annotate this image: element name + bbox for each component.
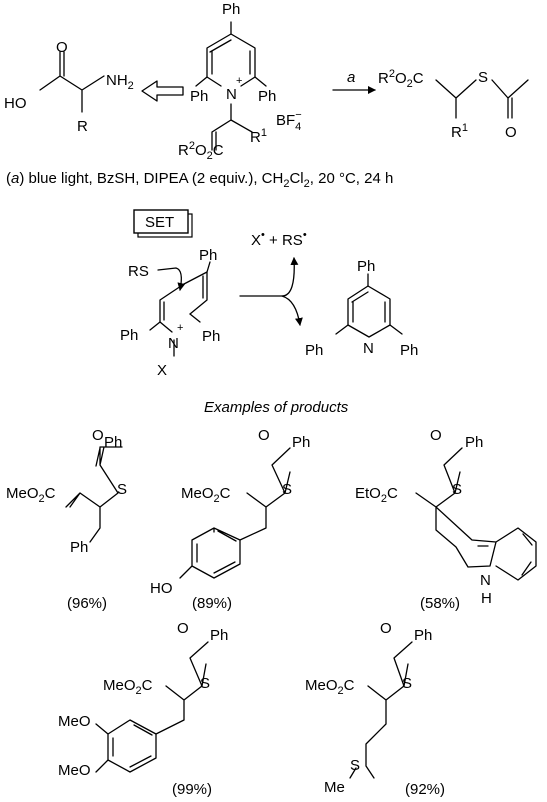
product-ester-label: R2O2C bbox=[378, 68, 424, 90]
ex2-ph-acyl: Ph bbox=[292, 434, 310, 451]
ex5-methyl: Me bbox=[324, 779, 345, 796]
pyridinium-r1-label: R1 bbox=[250, 127, 267, 146]
ex4-yield: (99%) bbox=[172, 781, 212, 798]
mech-ph-right: Ph bbox=[202, 328, 220, 345]
example-product-4: Ph O S MeO2C MeO MeO (99%) bbox=[58, 620, 228, 798]
pyridinium-ph-left: Ph bbox=[190, 88, 208, 105]
ex3-ester: EtO2C bbox=[355, 485, 398, 505]
example-product-1: Ph O S MeO2C Ph (96%) bbox=[6, 427, 127, 612]
example-product-3: Ph O S EtO2C N H (58%) bbox=[355, 427, 537, 612]
pyridine-arrow bbox=[281, 295, 303, 326]
radical-arrow bbox=[239, 257, 299, 297]
pyridine-ph-left: Ph bbox=[305, 342, 323, 359]
product-r1-label: R1 bbox=[451, 122, 468, 141]
set-label: SET bbox=[145, 214, 174, 231]
ex3-indole-n: N bbox=[480, 572, 491, 589]
product-sulfur-label: S bbox=[478, 69, 488, 86]
ex4-sulfur: S bbox=[200, 675, 210, 692]
ex5-ph-acyl: Ph bbox=[414, 627, 432, 644]
ex5-carbonyl-o: O bbox=[380, 620, 392, 637]
ex2-carbonyl-o: O bbox=[258, 427, 270, 444]
example-product-2: Ph O S MeO2C HO (89%) bbox=[150, 427, 310, 612]
ex5-ester: MeO2C bbox=[305, 677, 355, 697]
ex2-sulfur: S bbox=[282, 481, 292, 498]
set-box: SET bbox=[133, 209, 193, 238]
ex5-thioether-s: S bbox=[350, 757, 360, 774]
aa-hydroxyl-label: HO bbox=[4, 95, 27, 112]
ex1-ester: MeO2C bbox=[6, 485, 56, 505]
ex3-ph-acyl: Ph bbox=[465, 434, 483, 451]
ex5-sulfur: S bbox=[402, 675, 412, 692]
counterion-label: BF4− bbox=[276, 109, 302, 133]
pyridinium-ph-top: Ph bbox=[222, 1, 240, 18]
mech-n: N bbox=[168, 335, 179, 352]
pyridine-structure: Ph Ph Ph N bbox=[305, 258, 418, 359]
radical-products-label: X• + RS• bbox=[251, 229, 307, 249]
ex1-sulfur: S bbox=[117, 481, 127, 498]
ex1-ph-acyl: Ph bbox=[104, 434, 122, 451]
example-product-5: Ph O S MeO2C S Me (92%) bbox=[305, 620, 445, 798]
ex3-yield: (58%) bbox=[420, 595, 460, 612]
mech-charge: + bbox=[177, 322, 183, 334]
ex3-indole-h: H bbox=[481, 590, 492, 607]
ex5-yield: (92%) bbox=[405, 781, 445, 798]
mech-rs-label: RS bbox=[128, 263, 149, 280]
ex3-carbonyl-o: O bbox=[430, 427, 442, 444]
pyridinium-ester-label: R2O2C bbox=[178, 140, 224, 162]
ex1-side-chain: Ph bbox=[70, 539, 88, 556]
examples-title: Examples of products bbox=[204, 399, 349, 416]
aa-r-label: R bbox=[77, 118, 88, 135]
product-carbonyl-o: O bbox=[505, 124, 517, 141]
pyridine-n: N bbox=[363, 340, 374, 357]
ex2-phenol-oh: HO bbox=[150, 580, 173, 597]
ex4-methoxy-2: MeO bbox=[58, 762, 91, 779]
ex1-carbonyl-o: O bbox=[92, 427, 104, 444]
pyridine-ph-top: Ph bbox=[357, 258, 375, 275]
mech-x-label: X bbox=[157, 362, 167, 379]
ex1-yield: (96%) bbox=[67, 595, 107, 612]
mechanism-pyridinium-structure: RS Ph Ph Ph N + X bbox=[120, 247, 220, 379]
katritzky-salt-structure: Ph Ph Ph N + R2O2C R1 BF4− bbox=[178, 1, 302, 162]
amino-acid-structure: HO O NH2 R bbox=[4, 39, 134, 135]
aa-amine-label: NH2 bbox=[106, 72, 134, 92]
ex4-ester: MeO2C bbox=[103, 677, 153, 697]
ex4-ph-acyl: Ph bbox=[210, 627, 228, 644]
mech-ph-top: Ph bbox=[199, 247, 217, 264]
retro-arrow bbox=[141, 80, 184, 102]
mech-ph-left: Ph bbox=[120, 327, 138, 344]
pyridinium-charge: + bbox=[236, 75, 242, 87]
pyridinium-ph-right: Ph bbox=[258, 88, 276, 105]
ex2-yield: (89%) bbox=[192, 595, 232, 612]
thioester-product-structure: R2O2C S R1 O bbox=[378, 68, 529, 141]
ex4-methoxy-1: MeO bbox=[58, 713, 91, 730]
ex2-ester: MeO2C bbox=[181, 485, 231, 505]
reaction-arrow-label: a bbox=[347, 69, 355, 86]
conditions-text: (a) blue light, BzSH, DIPEA (2 equiv.), … bbox=[6, 170, 393, 190]
ex4-carbonyl-o: O bbox=[177, 620, 189, 637]
pyridine-ph-right: Ph bbox=[400, 342, 418, 359]
aa-carbonyl-o-label: O bbox=[56, 39, 68, 56]
ex3-sulfur: S bbox=[452, 481, 462, 498]
pyridinium-n: N bbox=[226, 86, 237, 103]
